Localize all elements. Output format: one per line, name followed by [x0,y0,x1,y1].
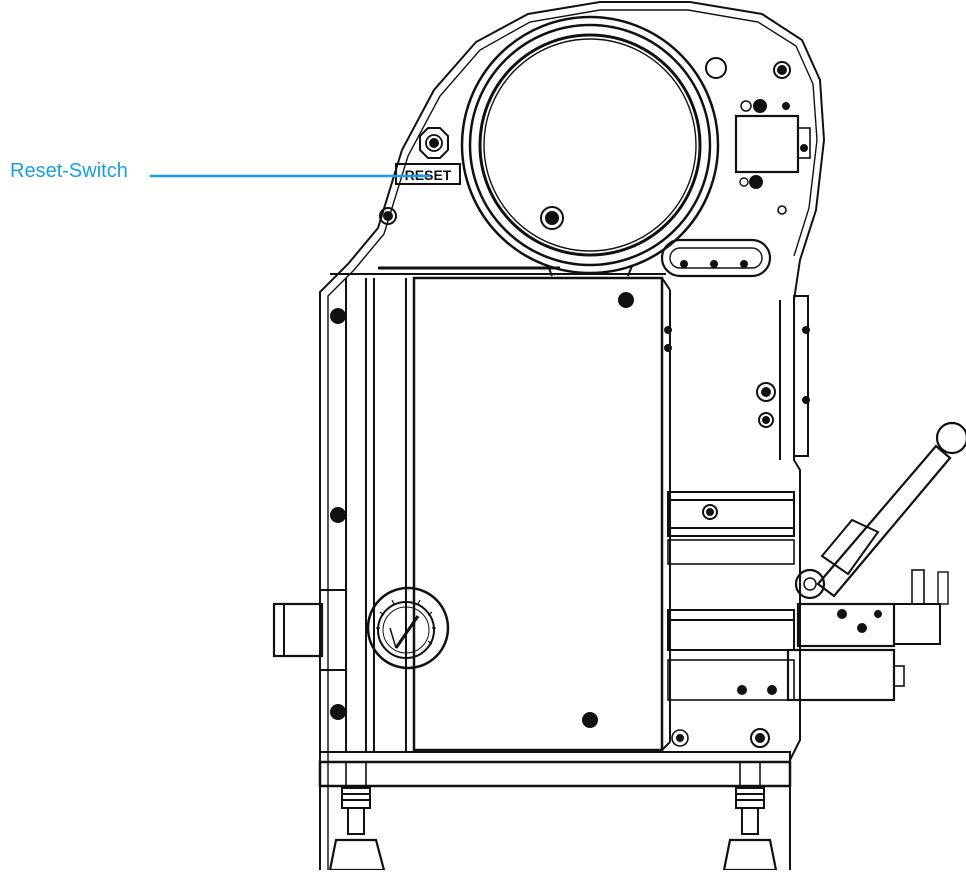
pressure-gauge [366,586,450,670]
valve-block [786,569,949,702]
slot-plate [660,238,772,278]
window-screw [540,206,564,230]
top-hole [705,57,727,79]
right-rail [664,295,810,460]
left-side-box [272,589,346,671]
housing-outline [319,0,826,870]
left-foot [328,787,386,872]
front-frame [330,278,415,752]
right-foot [722,787,778,872]
top-right-screw [773,61,791,79]
slide-mechanism [667,491,795,748]
small-hole [777,205,787,215]
lever-arm [794,421,966,600]
reset-plate: RESET [395,163,461,185]
base [318,751,792,788]
reset-switch-knob [419,127,449,159]
side-block [734,99,811,189]
reset-switch-callout-label: Reset-Switch [10,160,128,182]
circular-window [460,15,720,277]
left-screw [379,207,397,225]
door-panel [412,276,671,752]
